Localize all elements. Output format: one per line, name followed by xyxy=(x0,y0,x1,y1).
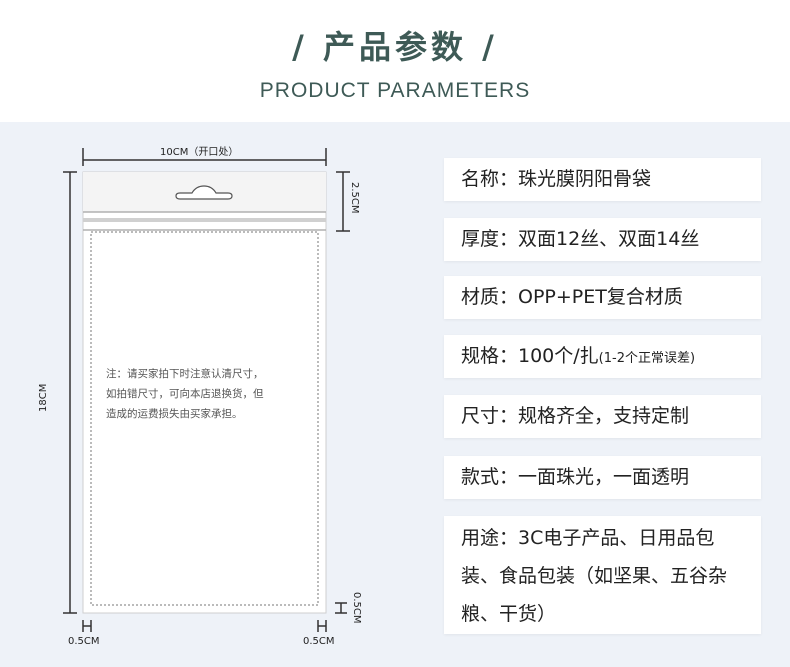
bag-diagram-svg xyxy=(63,148,350,632)
side-label: 0.5CM xyxy=(351,592,362,624)
width-label: 10CM（开口处） xyxy=(160,147,239,158)
size-note: 注：请买家拍下时注意认清尺寸， 如拍错尺寸，可向本店退换货，但 造成的运费损失由… xyxy=(106,364,316,424)
note-line: 造成的运费损失由买家承担。 xyxy=(106,408,243,420)
header: / 产品参数 / PRODUCT PARAMETERS xyxy=(0,0,790,120)
param-text: 材质：OPP+PET复合材质 xyxy=(461,286,683,308)
page-subtitle: PRODUCT PARAMETERS xyxy=(259,79,531,102)
bottom-right-label: 0.5CM xyxy=(303,636,335,647)
param-text: 名称：珠光膜阴阳骨袋 xyxy=(461,168,652,190)
param-name: 名称：珠光膜阴阳骨袋 xyxy=(444,158,761,201)
param-suffix: (1-2个正常误差) xyxy=(598,351,696,366)
top-label: 2.5CM xyxy=(349,182,360,214)
param-thickness: 厚度：双面12丝、双面14丝 xyxy=(444,218,761,261)
bag-diagram: 10CM（开口处） 18CM 2.5CM 0.5CM 0.5CM 0.5CM 注… xyxy=(38,147,362,647)
note-line: 注：请买家拍下时注意认清尺寸， xyxy=(106,368,264,380)
title-cn-text: 产品参数 xyxy=(322,28,467,66)
param-text: 厚度：双面12丝、双面14丝 xyxy=(461,228,700,250)
page-title: / 产品参数 / xyxy=(0,22,790,68)
param-text: 用途：3C电子产品、日用品包装、食品包装（如坚果、五谷杂粮、干货） xyxy=(461,527,728,625)
param-spec: 规格：100个/扎(1-2个正常误差) xyxy=(444,335,761,378)
height-label: 18CM xyxy=(38,383,49,412)
param-usage: 用途：3C电子产品、日用品包装、食品包装（如坚果、五谷杂粮、干货） xyxy=(444,516,761,634)
bottom-left-label: 0.5CM xyxy=(68,636,100,647)
note-line: 如拍错尺寸，可向本店退换货，但 xyxy=(106,388,264,400)
param-size: 尺寸：规格齐全，支持定制 xyxy=(444,395,761,438)
title-slash-right: / xyxy=(482,28,498,66)
param-style: 款式：一面珠光，一面透明 xyxy=(444,456,761,499)
param-material: 材质：OPP+PET复合材质 xyxy=(444,276,761,319)
seal-dotted-border xyxy=(90,231,319,606)
param-text: 规格：100个/扎 xyxy=(461,345,599,367)
param-text: 尺寸：规格齐全，支持定制 xyxy=(461,405,690,427)
title-slash-left: / xyxy=(292,28,308,66)
hang-hole-icon xyxy=(175,185,233,200)
param-text: 款式：一面珠光，一面透明 xyxy=(461,466,690,488)
